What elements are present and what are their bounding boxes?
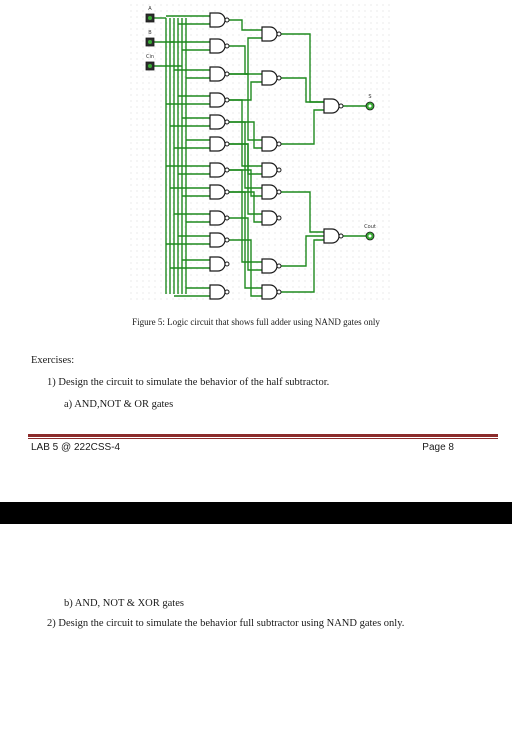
nand-gate-l1-9 xyxy=(209,210,230,226)
svg-text:S: S xyxy=(368,94,371,100)
nand-gate-l1-4 xyxy=(209,92,230,108)
nand-gate-l1-1 xyxy=(209,12,230,28)
nand-gate-l1-3 xyxy=(209,66,230,82)
nand-gate-l1-11 xyxy=(209,256,230,272)
nand-gate-l1-6 xyxy=(209,136,230,152)
nand-gate-l1-8 xyxy=(209,184,230,200)
nand-gate-l2-4 xyxy=(261,162,282,178)
nand-gate-l1-12 xyxy=(209,284,230,300)
nand-gate-sum xyxy=(323,98,344,114)
svg-text:B: B xyxy=(148,30,152,36)
figure-caption: Figure 5: Logic circuit that shows full … xyxy=(132,317,380,327)
footer-lab-label: LAB 5 @ 222CSS-4 xyxy=(31,442,121,453)
footer-page-number: Page 8 xyxy=(422,442,454,453)
nand-gate-l2-7 xyxy=(261,258,282,274)
exercise-1b: b) AND, NOT & XOR gates xyxy=(64,598,184,609)
svg-text:Cin: Cin xyxy=(146,54,154,60)
input-pin-a: A xyxy=(145,6,155,23)
nand-gate-cout xyxy=(323,228,344,244)
nand-gate-l2-1 xyxy=(261,26,282,42)
svg-text:Cout: Cout xyxy=(364,224,376,230)
output-pin-sum: S xyxy=(365,94,375,111)
nand-gate-l2-8 xyxy=(261,284,282,300)
exercise-1a: a) AND,NOT & OR gates xyxy=(64,399,174,410)
exercise-2: 2) Design the circuit to simulate the be… xyxy=(47,618,405,629)
footer-rule-thin xyxy=(28,438,498,439)
nand-gate-l2-3 xyxy=(261,136,282,152)
input-pin-b: B xyxy=(145,30,155,47)
svg-text:A: A xyxy=(148,6,152,12)
nand-gate-l2-6 xyxy=(261,210,282,226)
nand-gate-l1-2 xyxy=(209,38,230,54)
nand-gate-l1-10 xyxy=(209,232,230,248)
exercise-1: 1) Design the circuit to simulate the be… xyxy=(47,377,330,388)
nand-gate-l1-7 xyxy=(209,162,230,178)
nand-gate-l2-5 xyxy=(261,184,282,200)
input-pin-cin: Cin xyxy=(145,54,155,71)
output-pin-cout: Cout xyxy=(364,224,376,241)
nand-gate-l2-2 xyxy=(261,70,282,86)
footer-rule xyxy=(28,434,498,437)
exercises-heading: Exercises: xyxy=(31,355,75,366)
nand-gate-l1-5 xyxy=(209,114,230,130)
page-break-band xyxy=(0,502,512,524)
